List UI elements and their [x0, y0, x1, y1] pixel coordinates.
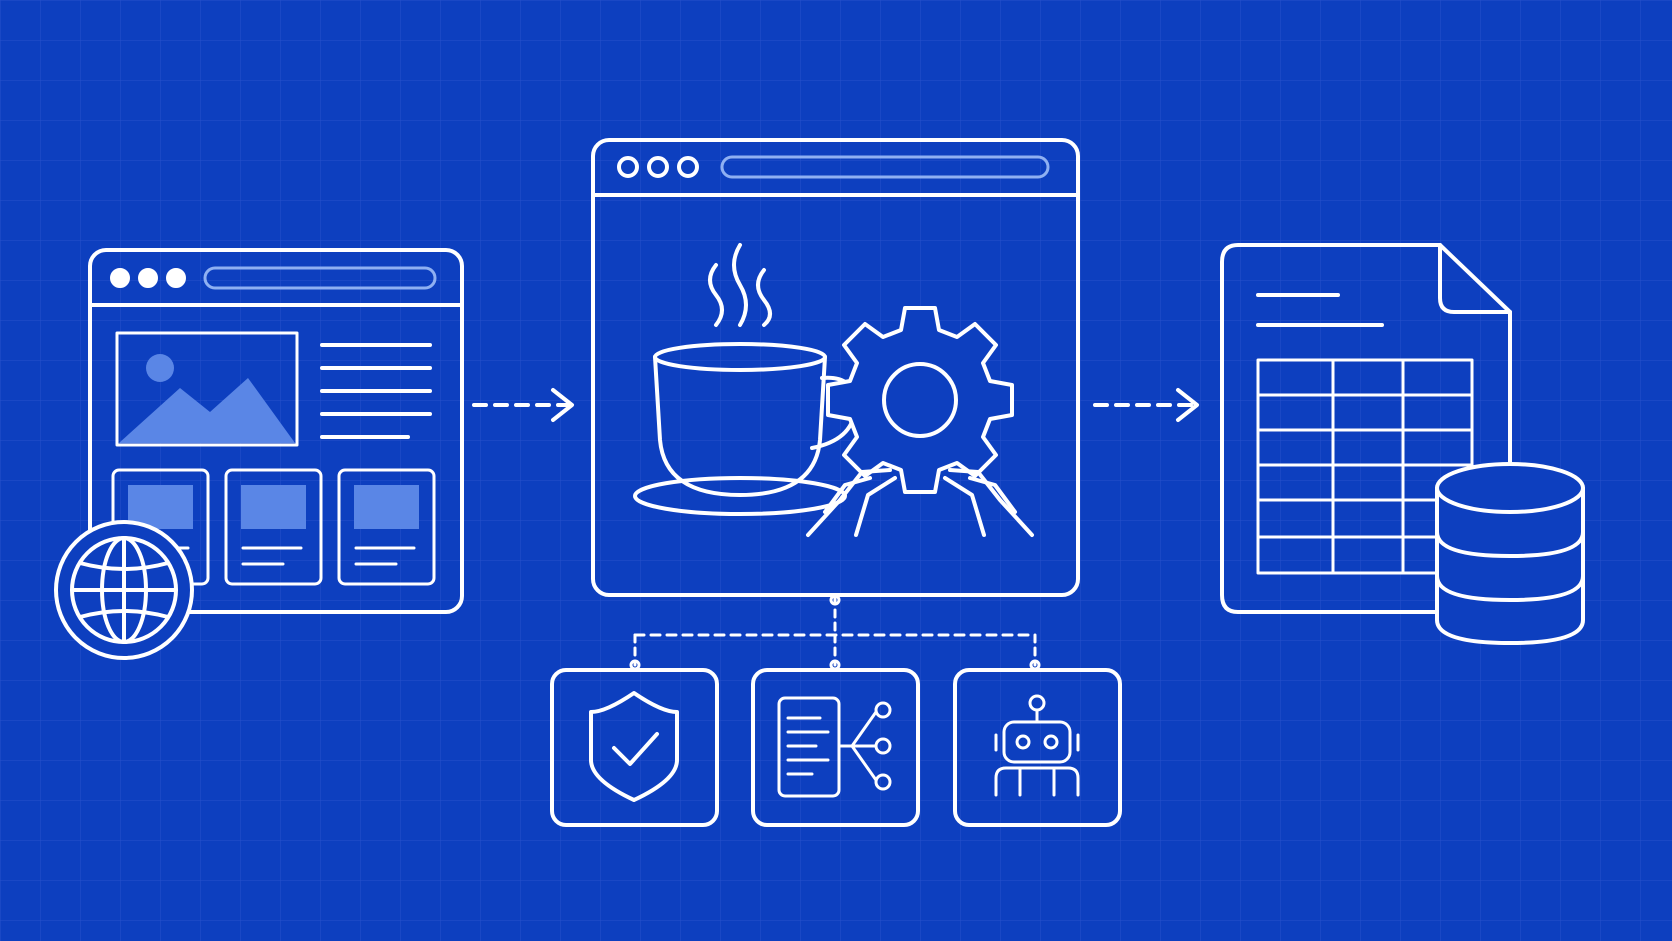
connector-lines — [629, 594, 1041, 671]
content-card-2 — [224, 468, 323, 586]
globe-icon — [54, 520, 194, 660]
parsing-box — [751, 668, 920, 827]
web-page-icon — [88, 248, 464, 614]
spreadsheet-document-icon — [1220, 243, 1512, 614]
arrow-to-output — [1093, 388, 1199, 422]
gear-icon — [826, 306, 1014, 494]
security-box — [550, 668, 719, 827]
shield-check-icon — [589, 691, 679, 802]
content-card-3 — [337, 468, 436, 586]
database-icon — [1435, 462, 1585, 645]
automation-box — [953, 668, 1122, 827]
coffee-cup-icon — [633, 243, 858, 516]
image-placeholder-icon — [115, 331, 299, 447]
document-tree-icon — [777, 696, 892, 798]
arrow-to-scraper — [472, 388, 574, 422]
spider-icon — [806, 468, 1034, 537]
robot-icon — [994, 694, 1080, 797]
